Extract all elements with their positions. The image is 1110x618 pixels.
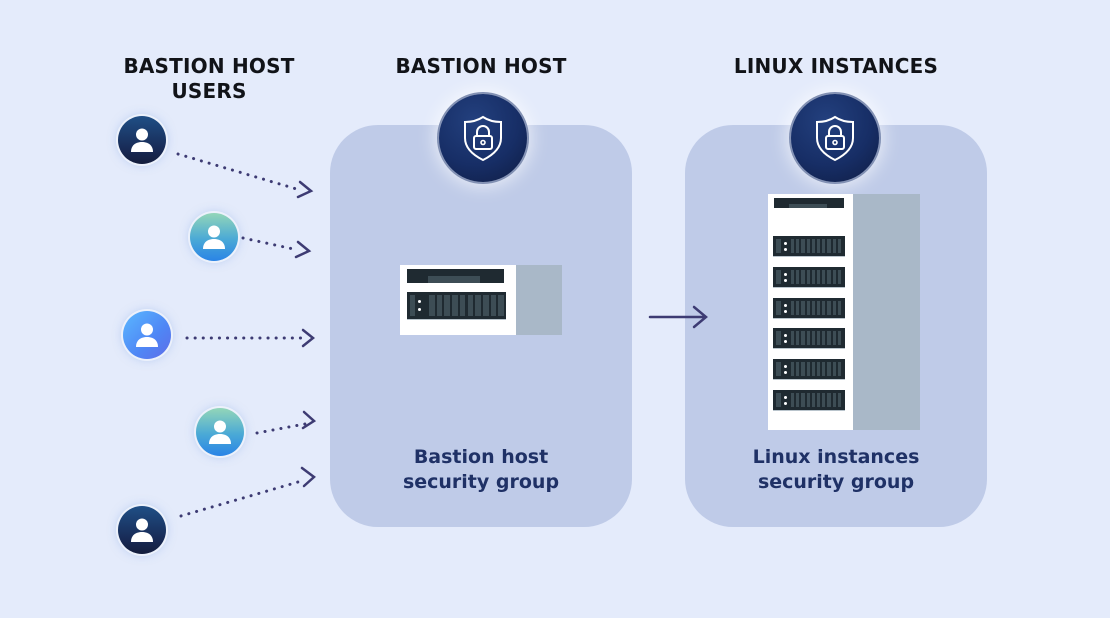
shield-lock-icon (464, 115, 502, 162)
heading-users-line1: BASTION HOST (123, 54, 295, 78)
user-avatar-1 (118, 116, 166, 164)
server-unit (407, 292, 506, 320)
linux-server-rack (768, 194, 853, 430)
shield-lock-icon (816, 115, 854, 162)
bastion-group-label: Bastion host security group (330, 445, 632, 495)
bastion-group-label-line2: security group (402, 471, 560, 493)
user-icon (203, 225, 225, 249)
heading-bastion-host: BASTION HOST (395, 54, 567, 78)
server-unit (773, 390, 845, 411)
server-unit (773, 297, 845, 319)
dotted-arrow-user-2 (241, 236, 300, 252)
arrow-head-user-3 (301, 328, 316, 348)
bastion-shield-badge (439, 94, 527, 182)
linux-server-rack-side (853, 194, 920, 430)
user-icon (136, 323, 158, 347)
dotted-arrow-user-4 (255, 422, 307, 435)
user-icon (131, 518, 153, 542)
linux-shield-badge (791, 94, 879, 182)
arrow-head-user-4 (301, 410, 317, 430)
arrow-head-user-2 (294, 240, 312, 259)
user-icon (131, 128, 153, 152)
linux-group-label: Linux instances security group (685, 445, 987, 495)
linux-group-label-line1: Linux instances (752, 446, 920, 468)
bastion-group-label-line1: Bastion host (413, 446, 549, 468)
server-unit (773, 266, 845, 288)
dotted-arrow-user-5 (179, 478, 307, 518)
server-unit (773, 328, 845, 350)
server-unit (773, 359, 845, 381)
arrow-head-user-5 (300, 466, 316, 488)
user-avatar-2 (190, 213, 238, 261)
linux-group-label-line2: security group (757, 471, 915, 493)
user-avatar-3 (123, 311, 171, 359)
server-top-panel (774, 198, 844, 208)
bastion-server-side (516, 265, 562, 335)
user-icon (209, 420, 231, 444)
heading-bastion-host-users: BASTION HOST USERS (100, 54, 318, 104)
bastion-server (400, 265, 516, 335)
heading-linux-instances: LINUX INSTANCES (733, 54, 939, 78)
server-unit (773, 236, 845, 257)
server-top-panel (407, 269, 504, 283)
dotted-arrow-user-1 (176, 152, 302, 192)
user-avatar-5 (118, 506, 166, 554)
user-avatar-4 (196, 408, 244, 456)
arrow-head-user-1 (296, 180, 314, 199)
arrow-bastion-to-linux (648, 305, 708, 329)
heading-users-line2: USERS (171, 79, 247, 103)
